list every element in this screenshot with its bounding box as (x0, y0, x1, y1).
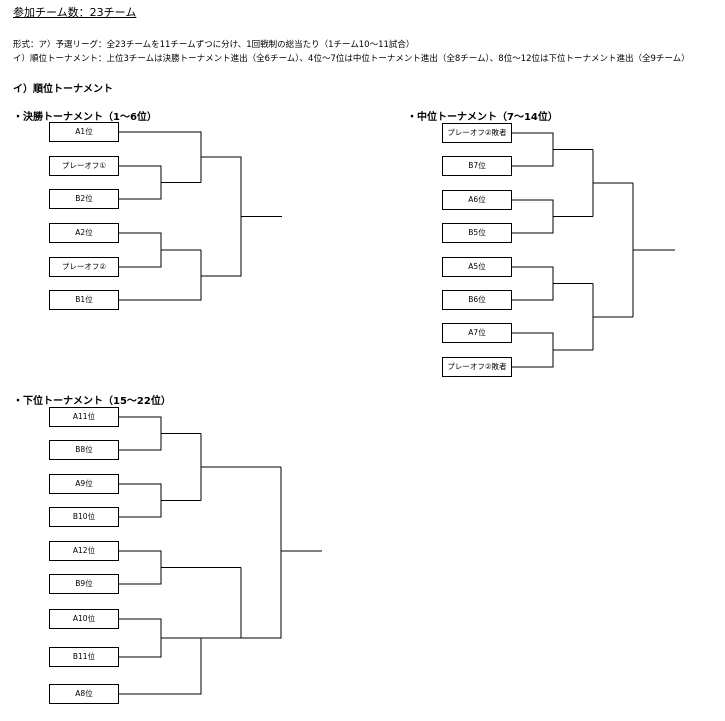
middle-bracket-r1c (512, 266, 593, 301)
middle-team-5: A5位 (442, 257, 512, 277)
lower-team-8: B11位 (49, 647, 119, 667)
lower-team-6: B9位 (49, 574, 119, 594)
lower-bracket-r1b (119, 483, 201, 518)
lower-team-7: A10位 (49, 609, 119, 629)
middle-team-2: B7位 (442, 156, 512, 176)
middle-bracket-r2b (592, 283, 633, 350)
lower-bracket-r1c (119, 550, 241, 585)
middle-bracket-r2a (592, 149, 633, 217)
final-team-6: B1位 (49, 290, 119, 310)
format-line-2: イ）順位トーナメント：上位3チームは決勝トーナメント進出（全6チーム）、4位～7… (13, 54, 690, 64)
middle-bracket-r1b (512, 199, 593, 234)
lower-team-2: B8位 (49, 440, 119, 460)
lower-bracket-r1a (119, 416, 201, 451)
middle-team-6: B6位 (442, 290, 512, 310)
middle-tournament-title: ・中位トーナメント（7～14位） (407, 112, 558, 123)
lower-team-1: A11位 (49, 407, 119, 427)
format-line-1: 形式：ア）予選リーグ：全23チームを11チームずつに分け、1回戦制の総当たり（1… (13, 40, 415, 50)
lower-team-5: A12位 (49, 541, 119, 561)
lower-bracket-r3 (241, 467, 322, 639)
final-bracket-r2b (119, 250, 202, 301)
final-team-4: A2位 (49, 223, 119, 243)
lower-bracket-r2c (119, 638, 202, 695)
final-tournament-title: ・決勝トーナメント（1～6位） (13, 112, 157, 123)
lower-team-4: B10位 (49, 507, 119, 527)
participant-count: 参加チーム数：23チーム (13, 6, 137, 19)
lower-team-9: A8位 (49, 684, 119, 704)
final-team-3: B2位 (49, 189, 119, 209)
final-bracket-r3 (201, 156, 282, 277)
lower-team-3: A9位 (49, 474, 119, 494)
final-bracket-r1b (119, 232, 201, 268)
lower-tournament-title: ・下位トーナメント（15～22位） (13, 396, 171, 407)
final-bracket-r1a (119, 165, 201, 200)
lower-bracket-r2a (200, 433, 281, 501)
final-team-2: プレーオフ① (49, 156, 119, 176)
middle-team-8: プレーオフ②敗者 (442, 357, 512, 377)
section-title: イ）順位トーナメント (13, 84, 113, 95)
middle-bracket-r3 (632, 183, 675, 317)
middle-bracket-r1a (512, 132, 593, 167)
lower-bracket-r1d (119, 618, 201, 658)
middle-team-4: B5位 (442, 223, 512, 243)
final-team-1: A1位 (49, 122, 119, 142)
middle-bracket-r1d (512, 332, 593, 368)
final-bracket-r2a (119, 131, 202, 183)
final-team-5: プレーオフ② (49, 257, 119, 277)
middle-team-1: プレーオフ②敗者 (442, 123, 512, 143)
middle-team-3: A6位 (442, 190, 512, 210)
lower-bracket-r2b (201, 567, 242, 639)
middle-team-7: A7位 (442, 323, 512, 343)
